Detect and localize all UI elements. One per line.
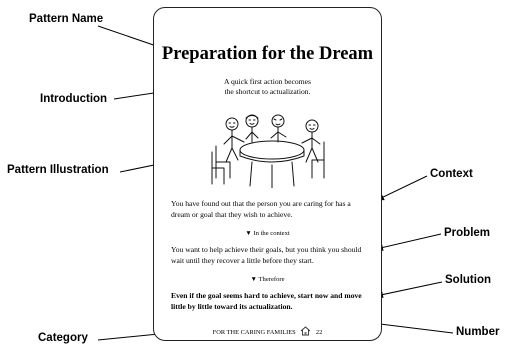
- arrow-solution: [375, 281, 443, 298]
- callout-number: Number: [456, 326, 500, 338]
- pattern-footer: FOR THE CARING FAMILIES 22: [154, 326, 381, 338]
- problem-text: You want to help achieve their goals, bu…: [171, 245, 362, 265]
- arrow-problem: [375, 233, 442, 251]
- pattern-illustration: [211, 114, 325, 188]
- callout-category: Category: [38, 332, 88, 344]
- pattern-number: 22: [315, 328, 323, 336]
- marker-in-the-context: ▼ In the context: [245, 230, 290, 237]
- arrow-context: [376, 175, 428, 201]
- pattern-card: Preparation for the Dream A quick first …: [153, 7, 382, 341]
- callout-solution: Solution: [445, 274, 491, 286]
- category-label: FOR THE CARING FAMILIES: [212, 328, 296, 336]
- callout-pattern-name: Pattern Name: [29, 13, 104, 25]
- callout-context: Context: [430, 168, 473, 180]
- pattern-title: Preparation for the Dream: [161, 44, 374, 64]
- solution-text: Even if the goal seems hard to achieve, …: [171, 291, 362, 311]
- intro-line-2: the shortcut to actualization.: [224, 87, 311, 96]
- pattern-introduction: A quick first action becomes the shortcu…: [154, 77, 381, 97]
- context-text: You have found out that the person you a…: [171, 199, 351, 219]
- house-icon: [300, 326, 311, 338]
- intro-line-1: A quick first action becomes: [224, 77, 311, 86]
- marker-therefore: ▼ Therefore: [250, 276, 285, 283]
- arrow-number: [371, 320, 454, 334]
- callout-problem: Problem: [444, 227, 491, 239]
- callout-introduction: Introduction: [40, 93, 108, 105]
- callout-pattern-illustration: Pattern Illustration: [7, 164, 109, 176]
